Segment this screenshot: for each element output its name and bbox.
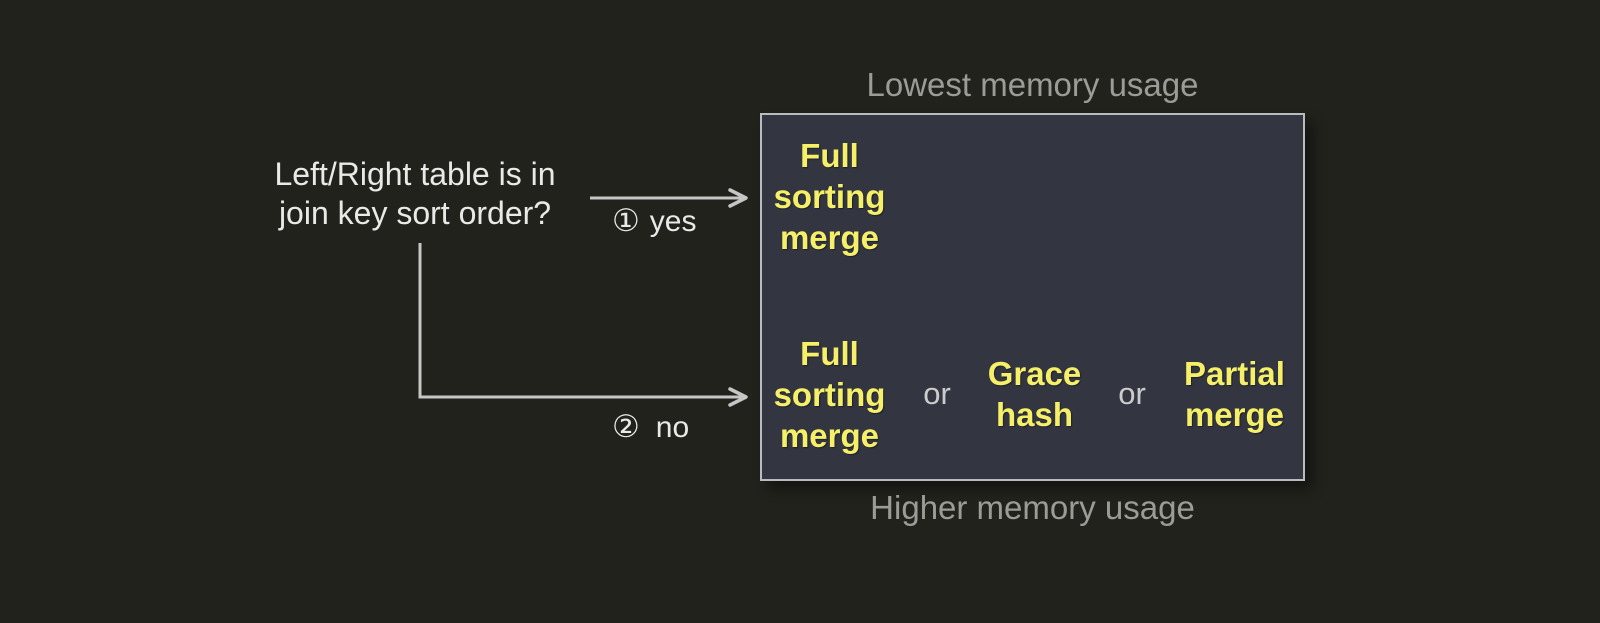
- join-options-box: Full sorting merge Full sorting merge or…: [760, 113, 1305, 481]
- branch-yes-number-icon: ①: [612, 203, 640, 238]
- branch-label-no: ② no: [612, 409, 689, 445]
- branch-yes-text: yes: [649, 205, 697, 238]
- branch-no-number-icon: ②: [612, 409, 640, 444]
- arrow-no-line: [418, 243, 748, 407]
- question-text: Left/Right table is in join key sort ord…: [274, 156, 556, 231]
- caption-lowest-memory: Lowest memory usage: [866, 66, 1199, 103]
- branch-no-text: no: [655, 411, 690, 444]
- or-separator-2: or: [1118, 376, 1146, 411]
- caption-higher-memory: Higher memory usage: [870, 489, 1195, 526]
- branch-label-yes: ① yes: [612, 203, 696, 239]
- option-partial-merge: Partial merge: [1184, 355, 1285, 433]
- option-full-sorting-merge-sorted: Full sorting merge: [773, 137, 886, 256]
- option-grace-hash: Grace hash: [987, 355, 1082, 433]
- or-separator-1: or: [923, 376, 951, 411]
- option-full-sorting-merge-unsorted: Full sorting merge: [773, 335, 886, 454]
